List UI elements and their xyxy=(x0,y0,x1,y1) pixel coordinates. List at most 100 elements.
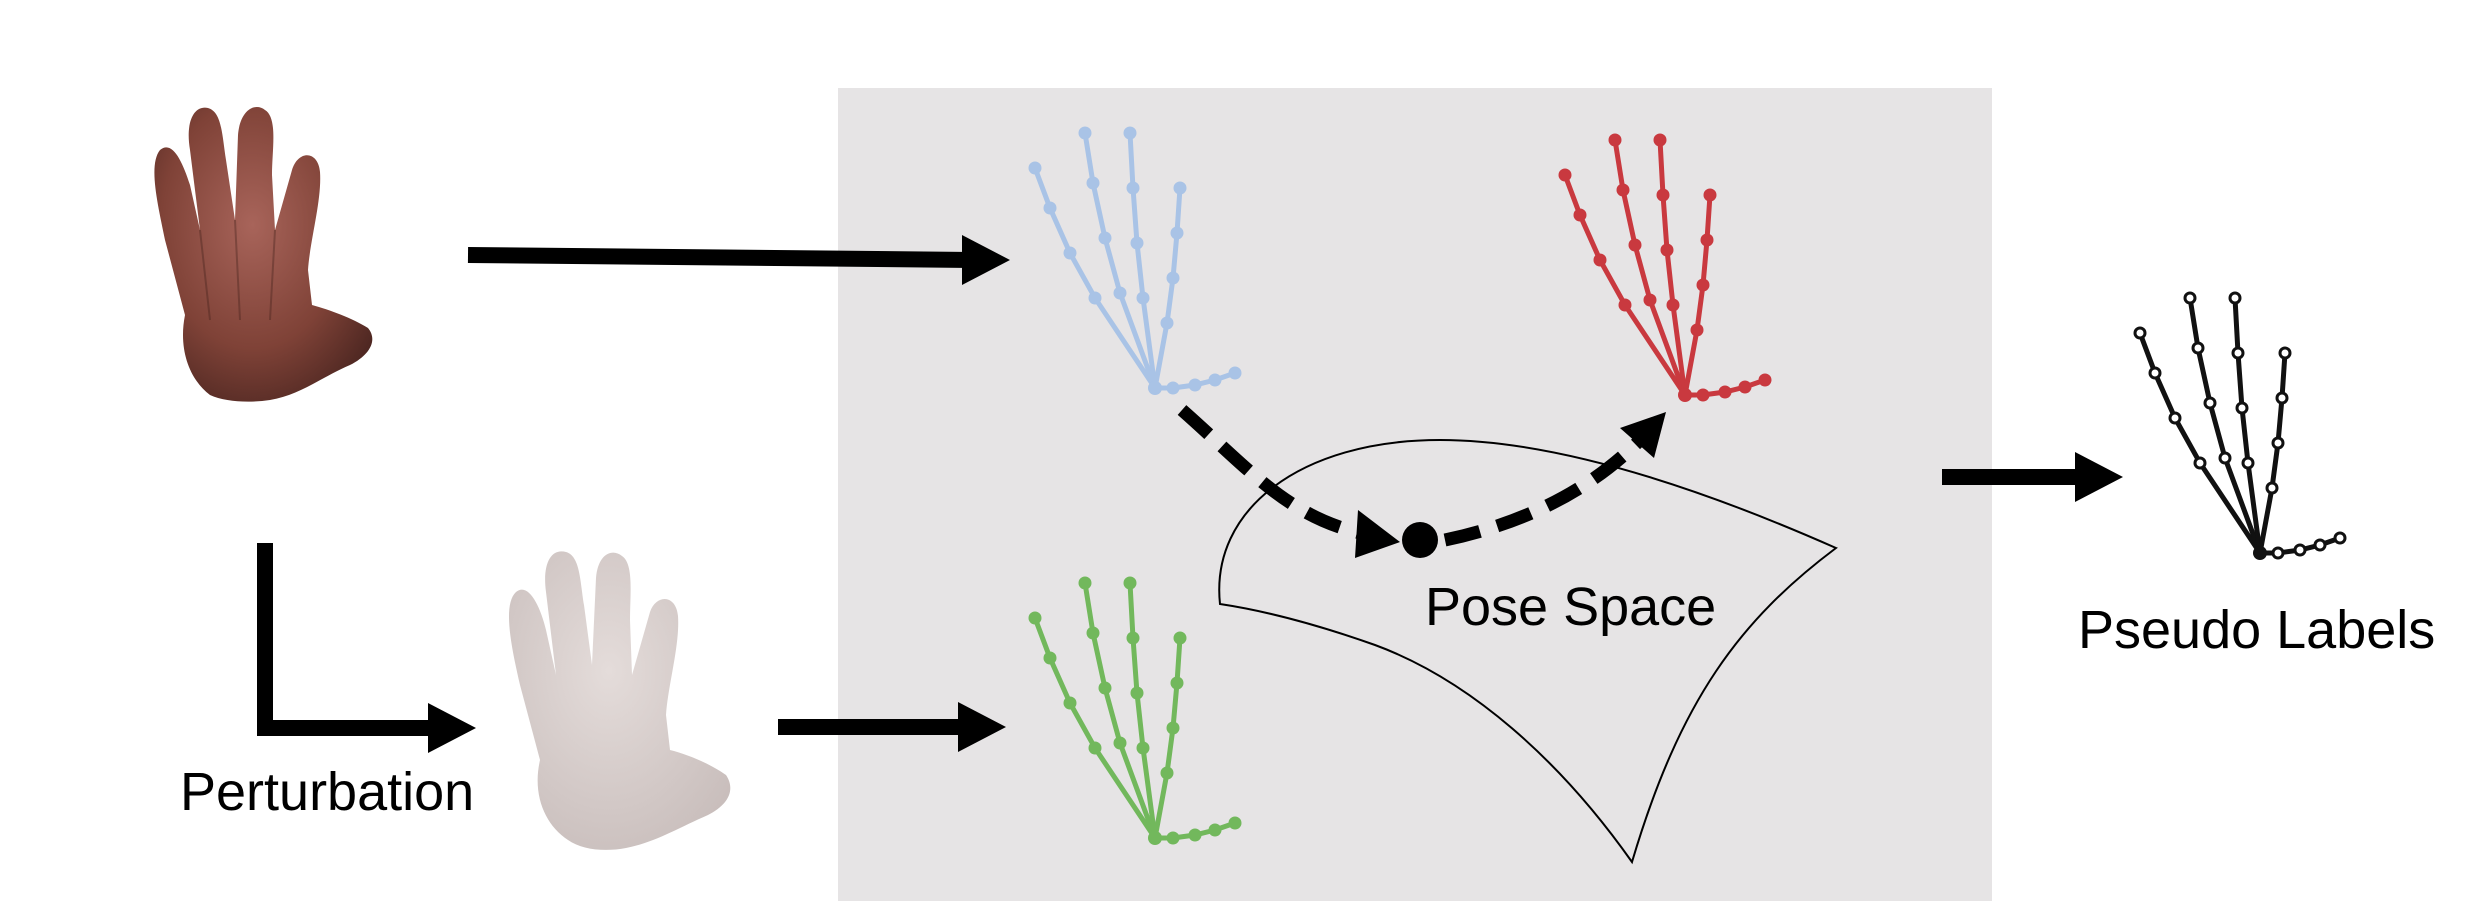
skeleton-joint xyxy=(1696,278,1710,292)
black-hand-skeleton-icon xyxy=(2133,291,2347,560)
skeleton-joint xyxy=(1123,126,1137,140)
perturbation-label: Perturbation xyxy=(180,762,474,822)
skeleton-joint xyxy=(1136,291,1150,305)
skeleton-joint xyxy=(1166,381,1180,395)
skeleton-joint xyxy=(1208,823,1222,837)
skeleton-joint xyxy=(1628,238,1642,252)
skeleton-joint xyxy=(2191,341,2205,355)
skeleton-joint xyxy=(1738,380,1752,394)
skeleton-joint xyxy=(2148,366,2162,380)
skeleton-joint xyxy=(1608,133,1622,147)
skeleton-joint xyxy=(1098,681,1112,695)
arrow-to-pseudo-labels xyxy=(1942,452,2123,502)
skeleton-joint xyxy=(1113,736,1127,750)
pose-space-label: Pose Space xyxy=(1425,577,1716,637)
skeleton-joint xyxy=(2293,543,2307,557)
skeleton-joint xyxy=(1126,181,1140,195)
skeleton-joint xyxy=(2235,401,2249,415)
skeleton-joint xyxy=(1136,741,1150,755)
skeleton-joint xyxy=(1078,126,1092,140)
skeleton-joint xyxy=(2241,456,2255,470)
skeleton-joint xyxy=(1126,631,1140,645)
skeleton-joint xyxy=(1098,231,1112,245)
skeleton-joint xyxy=(1228,816,1242,830)
blue-hand-skeleton-icon xyxy=(1028,126,1242,395)
skeleton-wrist xyxy=(1148,831,1162,845)
skeleton-joint xyxy=(2271,436,2285,450)
skeleton-joint xyxy=(1088,741,1102,755)
red-hand-skeleton-icon xyxy=(1558,133,1772,402)
dashed-projection-arrow xyxy=(1177,405,1372,542)
skeleton-bone xyxy=(2257,352,2288,554)
dashed-arrowhead-lower xyxy=(1355,510,1400,558)
skeleton-joint xyxy=(1086,626,1100,640)
skeleton-joint xyxy=(1160,316,1174,330)
skeleton-joint xyxy=(1703,188,1717,202)
skeleton-joint xyxy=(1170,676,1184,690)
skeleton-joint xyxy=(1593,253,1607,267)
skeleton-joint xyxy=(1130,236,1144,250)
skeleton-joint xyxy=(1188,828,1202,842)
skeleton-joint xyxy=(2271,546,2285,560)
skeleton-joint xyxy=(1043,201,1057,215)
skeleton-joint xyxy=(1123,576,1137,590)
skeleton-joint xyxy=(1558,168,1572,182)
skeleton-wrist xyxy=(1148,381,1162,395)
pose-panel xyxy=(838,88,1992,901)
skeleton-joint xyxy=(1173,631,1187,645)
skeleton-joint xyxy=(1160,766,1174,780)
skeleton-joint xyxy=(2333,531,2347,545)
skeleton-joint xyxy=(1660,243,1674,257)
faded-hand-mesh-icon xyxy=(508,551,731,850)
skeleton-wrist xyxy=(1678,388,1692,402)
skeleton-joint xyxy=(1188,378,1202,392)
skeleton-joint xyxy=(2218,451,2232,465)
skeleton-joint xyxy=(1170,226,1184,240)
skeleton-joint xyxy=(2168,411,2182,425)
skeleton-joint xyxy=(1088,291,1102,305)
skeleton-joint xyxy=(1700,233,1714,247)
pseudo-labels-label: Pseudo Labels xyxy=(2078,600,2435,660)
skeleton-joint xyxy=(1666,298,1680,312)
skeleton-joint xyxy=(1063,246,1077,260)
skeleton-joint xyxy=(1696,388,1710,402)
arrow-top-to-blue xyxy=(467,235,1010,285)
skeleton-joint xyxy=(1113,286,1127,300)
skeleton-joint xyxy=(1166,271,1180,285)
skeleton-joint xyxy=(1573,208,1587,222)
skeleton-joint xyxy=(2278,346,2292,360)
skeleton-joint xyxy=(1653,133,1667,147)
skeleton-joint xyxy=(1643,293,1657,307)
skeleton-joint xyxy=(1228,366,1242,380)
skeleton-joint xyxy=(1086,176,1100,190)
skeleton-joint xyxy=(1166,721,1180,735)
skeleton-joint xyxy=(1173,181,1187,195)
skeleton-joint xyxy=(1208,373,1222,387)
skeleton-joint xyxy=(1043,651,1057,665)
skeleton-joint xyxy=(1166,831,1180,845)
skeleton-joint xyxy=(2203,396,2217,410)
skeleton-joint xyxy=(1618,298,1632,312)
skeleton-joint xyxy=(1130,686,1144,700)
skeleton-joint xyxy=(2193,456,2207,470)
skeleton-joint xyxy=(2313,538,2327,552)
skeleton-joint xyxy=(2228,291,2242,305)
green-hand-skeleton-icon xyxy=(1028,576,1242,845)
skeleton-joint xyxy=(1078,576,1092,590)
pose-space-manifold xyxy=(1218,438,1838,865)
skeleton-joint xyxy=(1063,696,1077,710)
skeleton-bone xyxy=(2187,297,2263,554)
skeleton-joint xyxy=(2265,481,2279,495)
dashed-lift-arrow xyxy=(1443,435,1645,547)
skeleton-joint xyxy=(1718,385,1732,399)
skeleton-joint xyxy=(2275,391,2289,405)
skeleton-joint xyxy=(1656,188,1670,202)
skeleton-joint xyxy=(1690,323,1704,337)
skeleton-joint xyxy=(1616,183,1630,197)
arrow-perturbation-elbow xyxy=(257,543,476,753)
skeleton-joint xyxy=(1028,611,1042,625)
skeleton-joint xyxy=(1028,161,1042,175)
skeleton-joint xyxy=(2183,291,2197,305)
skeleton-wrist xyxy=(2253,546,2267,560)
